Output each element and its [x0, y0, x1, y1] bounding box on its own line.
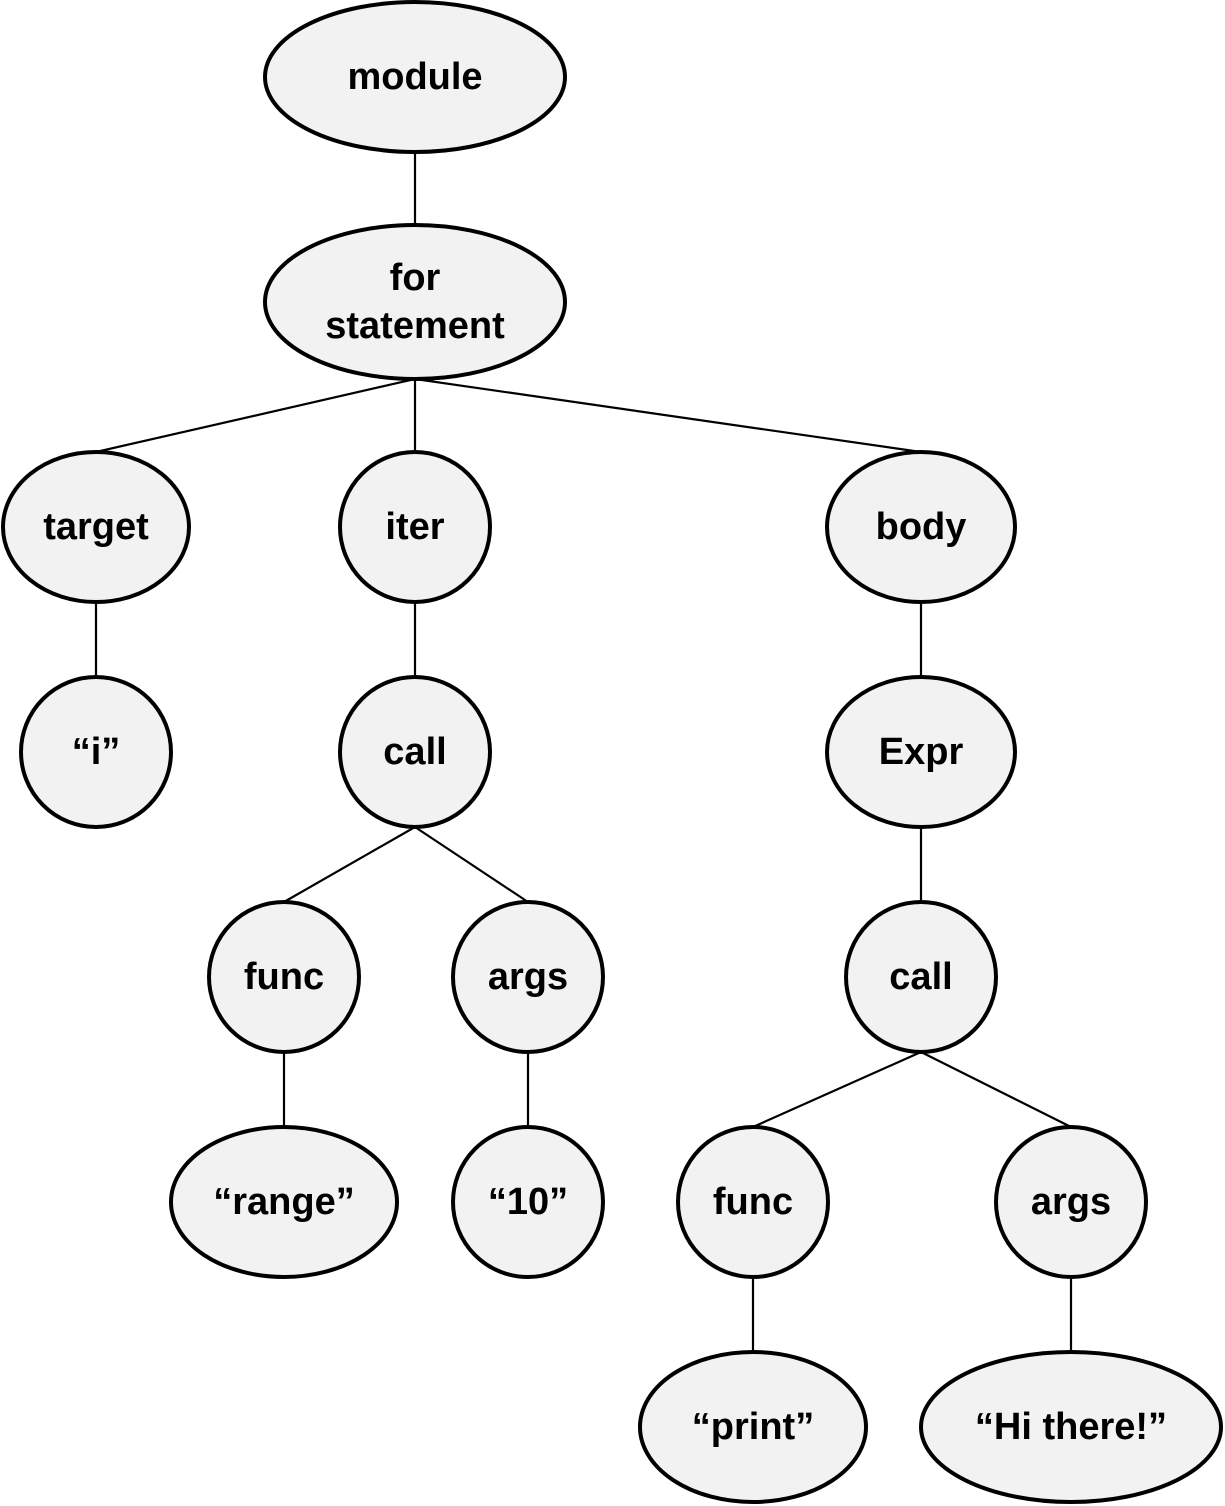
- node-func1: func: [207, 900, 361, 1054]
- node-label-call2: call: [889, 956, 952, 998]
- edges-layer: [94, 152, 1073, 1352]
- node-expr: Expr: [825, 675, 1017, 829]
- edge-for-target: [95, 377, 416, 454]
- node-label-ten: “10”: [488, 1181, 568, 1223]
- node-call2: call: [844, 900, 998, 1054]
- node-range: “range”: [169, 1125, 399, 1279]
- node-func2: func: [676, 1125, 830, 1279]
- edge-for-body: [414, 377, 922, 454]
- edge-call2-args2: [920, 1051, 1072, 1128]
- edge-call2-func2: [752, 1050, 922, 1129]
- node-label-print: “print”: [692, 1406, 814, 1448]
- node-shape-func2: [676, 1125, 830, 1279]
- node-label-range: “range”: [213, 1181, 354, 1223]
- node-shape-range: [169, 1125, 399, 1279]
- node-target: target: [1, 450, 191, 604]
- node-shape-call1: [338, 675, 492, 829]
- node-shape-body: [825, 450, 1017, 604]
- node-shape-ten: [451, 1125, 605, 1279]
- node-for: for statement: [263, 223, 567, 381]
- node-label-hi: “Hi there!”: [975, 1406, 1167, 1448]
- node-print: “print”: [638, 1350, 868, 1504]
- node-label-module: module: [347, 56, 482, 98]
- node-body: body: [825, 450, 1017, 604]
- node-label-func2: func: [713, 1181, 793, 1223]
- node-label-args1: args: [488, 956, 568, 998]
- node-label-body: body: [876, 506, 967, 548]
- node-shape-target: [1, 450, 191, 604]
- node-label-i: “i”: [72, 731, 121, 773]
- node-label-iter: iter: [385, 506, 444, 548]
- node-args2: args: [994, 1125, 1148, 1279]
- node-label-for-0: for: [390, 257, 441, 299]
- node-shape-hi: [919, 1350, 1223, 1504]
- edge-call1-func1: [283, 826, 416, 903]
- node-shape-module: [263, 0, 567, 154]
- node-shape-expr: [825, 675, 1017, 829]
- node-iter: iter: [338, 450, 492, 604]
- node-label-call1: call: [383, 731, 446, 773]
- node-label-for-1: statement: [325, 305, 505, 347]
- node-ten: “10”: [451, 1125, 605, 1279]
- node-i: “i”: [19, 675, 173, 829]
- node-shape-for: [263, 223, 567, 381]
- node-shape-call2: [844, 900, 998, 1054]
- node-shape-print: [638, 1350, 868, 1504]
- node-call1: call: [338, 675, 492, 829]
- node-shape-iter: [338, 450, 492, 604]
- node-shape-i: [19, 675, 173, 829]
- node-args1: args: [451, 900, 605, 1054]
- node-label-func1: func: [244, 956, 324, 998]
- node-label-args2: args: [1031, 1181, 1111, 1223]
- node-shape-args2: [994, 1125, 1148, 1279]
- edge-call1-args1: [414, 826, 529, 903]
- node-shape-args1: [451, 900, 605, 1054]
- node-module: module: [263, 0, 567, 154]
- node-label-target: target: [43, 506, 149, 548]
- node-label-expr: Expr: [879, 731, 964, 773]
- node-shape-func1: [207, 900, 361, 1054]
- node-hi: “Hi there!”: [919, 1350, 1223, 1504]
